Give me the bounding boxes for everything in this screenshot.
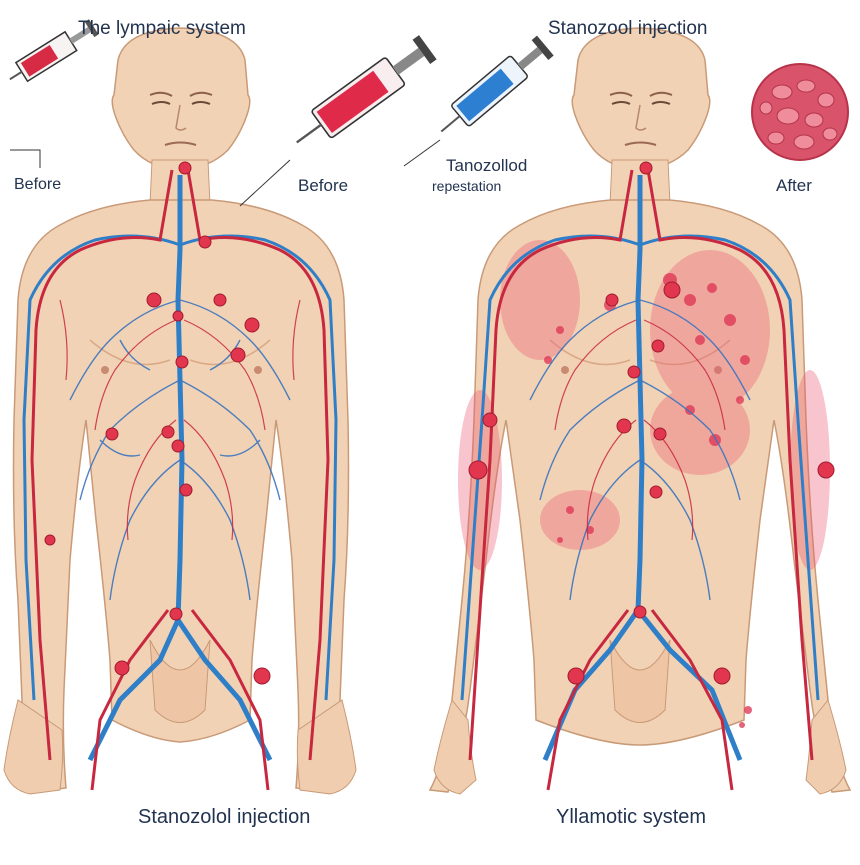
label-after: After [776,176,812,195]
title-lymphatic-system: The lympaic system [78,18,246,39]
caption-right: Yllamotic system [556,806,707,828]
syringe-icon-red [239,35,437,207]
tissue-magnifier [751,63,849,161]
label-repetition-sub: repestation [432,178,502,194]
syringe-icon-blue [403,35,554,167]
title-injection: Stanozool injection [548,18,708,39]
right-body-figure [428,27,852,795]
syringe-icon-left [9,19,99,168]
label-repetition-title: Tanozollod [446,156,528,175]
label-before-small-syringe: Before [14,176,62,193]
left-body-figure [3,27,357,795]
label-before-red-syringe: Before [298,176,349,195]
caption-left: Stanozolol injection [138,806,311,828]
